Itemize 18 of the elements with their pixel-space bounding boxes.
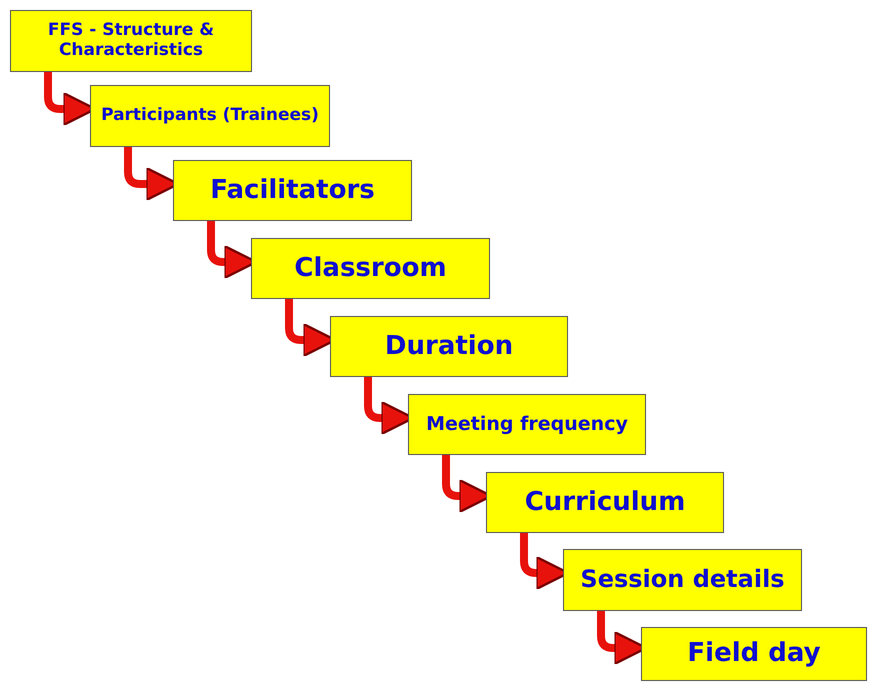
step-box (173, 160, 412, 221)
step-label: Participants (Trainees) (101, 106, 319, 126)
step-box (641, 627, 867, 681)
step-label: Field day (687, 639, 821, 669)
step-label: Session details (580, 566, 785, 594)
step-label: Facilitators (210, 176, 375, 206)
step-label: FFS - Structure & Characteristics (46, 21, 216, 61)
step-box (563, 549, 802, 611)
step-label: Classroom (294, 254, 447, 284)
step-box (10, 10, 252, 72)
step-box (408, 394, 646, 455)
step-label: Duration (384, 332, 514, 362)
step-box (90, 85, 330, 147)
step-box (486, 472, 724, 533)
step-box (251, 238, 490, 299)
step-label: Curriculum (524, 488, 686, 518)
step-box (330, 316, 568, 377)
step-label: Meeting frequency (426, 414, 628, 436)
